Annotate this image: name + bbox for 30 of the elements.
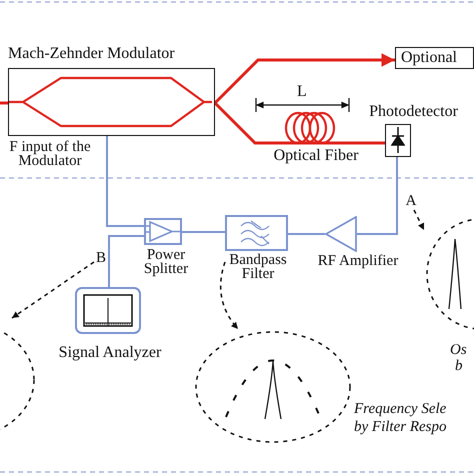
- annotation-text: by Filter Respo: [354, 420, 446, 435]
- arrow: [220, 262, 239, 330]
- device-label: Signal Analyzer: [58, 345, 162, 360]
- annotation-text: Os: [450, 343, 467, 358]
- device-label: Photodetector: [368, 104, 459, 120]
- connector-line: [357, 157, 398, 235]
- connector-line: [182, 231, 225, 233]
- annotation-text: Frequency Sele: [354, 402, 446, 417]
- arrow: [413, 210, 425, 230]
- input-label: F input of the Modulator: [8, 140, 92, 168]
- point-label: B: [94, 249, 107, 267]
- connector-line: [108, 235, 144, 287]
- connector-line: [106, 136, 144, 227]
- spectrum-drawing: [193, 329, 353, 445]
- spectrum-drawing: [424, 217, 474, 331]
- device-label: Mach-Zehnder Modulator: [8, 46, 176, 62]
- connector-line: [214, 102, 262, 144]
- device-label: Bandpass Filter: [228, 253, 288, 282]
- device-label: Power Splitter: [142, 248, 190, 276]
- arrow: [12, 261, 94, 319]
- device-label: RF Amplifier: [316, 254, 400, 268]
- connector-line: [0, 102, 8, 104]
- dimension-label: L: [297, 84, 307, 100]
- output-box: Optional: [395, 47, 474, 69]
- device-label: Optical Fiber: [272, 148, 360, 164]
- annotation-text: b: [455, 359, 462, 374]
- connector-line: [288, 233, 325, 235]
- arrow: [214, 53, 395, 104]
- point-label: A: [404, 192, 418, 210]
- connector-line: [370, 142, 385, 144]
